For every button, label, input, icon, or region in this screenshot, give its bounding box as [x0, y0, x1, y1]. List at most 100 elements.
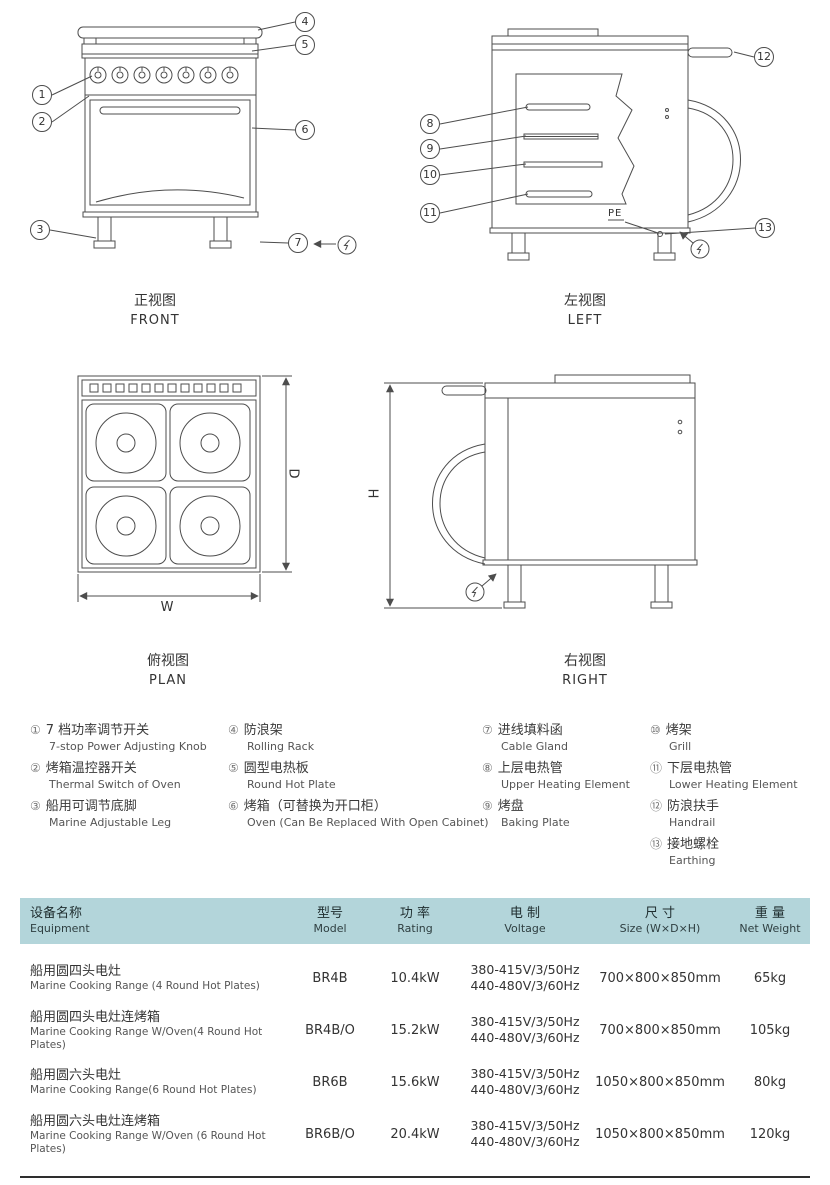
header-weight-cn: 重 量: [754, 906, 786, 921]
legend-num: ③: [30, 799, 41, 813]
front-caption-cn: 正视图: [134, 293, 176, 309]
legend-cn: 烤架: [665, 723, 692, 738]
legend-cn: 船用可调节底脚: [45, 799, 137, 814]
door-swing-arc: [687, 99, 741, 223]
cell-rating: 15.2kW: [390, 1022, 440, 1038]
page-bottom-rule: [20, 1176, 810, 1178]
header-voltage-cn: 电 制: [509, 906, 541, 921]
stove-top: [491, 35, 689, 51]
adjustable-legs: [503, 564, 673, 609]
power-inlet-icon: [465, 573, 497, 602]
legend-cn: 烤箱（可替换为开口柜）: [243, 799, 387, 814]
left-view-caption: 左视图 LEFT: [485, 292, 685, 330]
hot-plate-edge: [507, 28, 599, 37]
legend-num: ④: [228, 723, 239, 737]
handrail: [77, 26, 263, 45]
stove-top: [81, 43, 259, 59]
header-rating-cn: 功 率: [399, 906, 431, 921]
legend-en: Marine Adjustable Leg: [49, 816, 172, 829]
callout-7: 7: [288, 233, 308, 253]
equipment-en: Marine Cooking Range (4 Round Hot Plates…: [30, 980, 260, 992]
legend-en: Thermal Switch of Oven: [49, 778, 181, 791]
voltage-line-2: 440-480V/3/60Hz: [470, 1082, 580, 1097]
plan-caption-cn: 俯视图: [147, 653, 189, 669]
cell-voltage: 380-415V/3/50Hz 440-480V/3/60Hz: [460, 962, 590, 994]
stove-body: [84, 57, 257, 213]
equipment-cn: 船用圆四头电灶: [30, 964, 122, 979]
stove-body: [484, 397, 696, 561]
header-size: 尺 寸 Size (W×D×H): [590, 906, 730, 936]
legend-en: 7-stop Power Adjusting Knob: [49, 740, 207, 753]
legend-num: ②: [30, 761, 41, 775]
voltage-line-2: 440-480V/3/60Hz: [470, 1030, 580, 1045]
cell-model: BR4B/O: [305, 1022, 355, 1038]
bolt-dot: [677, 419, 683, 425]
left-caption-cn: 左视图: [564, 293, 606, 309]
cell-equipment: 船用圆六头电灶连烤箱 Marine Cooking Range W/Oven (…: [20, 1113, 290, 1156]
plan-caption-en: PLAN: [149, 673, 187, 688]
cell-equipment: 船用圆六头电灶 Marine Cooking Range(6 Round Hot…: [20, 1067, 290, 1097]
cell-size: 700×800×850mm: [599, 1022, 721, 1038]
header-model-en: Model: [313, 922, 347, 935]
front-view-caption: 正视图 FRONT: [55, 292, 255, 330]
left-view-drawing: [439, 28, 756, 261]
cell-size: 1050×800×850mm: [595, 1074, 725, 1090]
legend-num: ⑥: [228, 799, 239, 813]
cell-size: 1050×800×850mm: [595, 1126, 725, 1142]
earthing-bolt: [608, 219, 663, 237]
power-inlet-icon: [679, 231, 710, 259]
header-equipment-en: Equipment: [30, 922, 90, 935]
control-knobs: [89, 66, 239, 84]
voltage-line-2: 440-480V/3/60Hz: [470, 1134, 580, 1149]
cell-equipment: 船用圆四头电灶 Marine Cooking Range (4 Round Ho…: [20, 963, 290, 993]
left-caption-en: LEFT: [567, 313, 603, 328]
callout-10: 10: [420, 165, 440, 185]
callout-9: 9: [420, 139, 440, 159]
dimension-h: [384, 382, 502, 609]
bolt-dot: [677, 429, 683, 435]
lower-heating-element: [525, 190, 593, 198]
equipment-en: Marine Cooking Range W/Oven (6 Round Hot…: [30, 1129, 266, 1155]
legend-cn: 防浪架: [243, 723, 283, 738]
legend-num: ⑪: [650, 761, 663, 775]
dim-label-h: H: [367, 488, 383, 499]
legend-en: Grill: [669, 740, 692, 753]
right-view-caption: 右视图 RIGHT: [485, 652, 685, 690]
equipment-cn: 船用圆六头电灶连烤箱: [30, 1113, 161, 1129]
callout-4: 4: [295, 12, 315, 32]
left-view: 8 9 10 11 12 13 PE 左视图 LEFT: [420, 8, 815, 330]
legend-cn: 下层电热管: [667, 761, 733, 776]
legend-en: Handrail: [669, 816, 716, 829]
callout-1: 1: [32, 85, 52, 105]
dim-label-w: W: [160, 600, 174, 615]
table-row: 船用圆六头电灶连烤箱 Marine Cooking Range W/Oven (…: [20, 1108, 810, 1160]
dimension-w: [77, 574, 261, 602]
table-row: 船用圆四头电灶连烤箱 Marine Cooking Range W/Oven(4…: [20, 1004, 810, 1056]
cell-rating: 20.4kW: [390, 1126, 440, 1142]
callout-13: 13: [755, 218, 775, 238]
adjustable-legs: [93, 216, 232, 249]
legend-cn: 7 档功率调节开关: [45, 723, 150, 738]
plan-outline: [77, 375, 261, 573]
plan-view: D W 俯视图 PLAN: [20, 362, 370, 692]
cell-size: 700×800×850mm: [599, 970, 721, 986]
legend-en: Earthing: [669, 854, 716, 867]
callout-8: 8: [420, 114, 440, 134]
legend-num: ⑨: [482, 799, 493, 813]
callout-11: 11: [420, 203, 440, 223]
cell-rating: 10.4kW: [390, 970, 440, 986]
legend-cn: 圆型电热板: [243, 761, 309, 776]
legend-cn: 接地螺栓: [667, 837, 720, 852]
base-lip: [482, 559, 698, 566]
